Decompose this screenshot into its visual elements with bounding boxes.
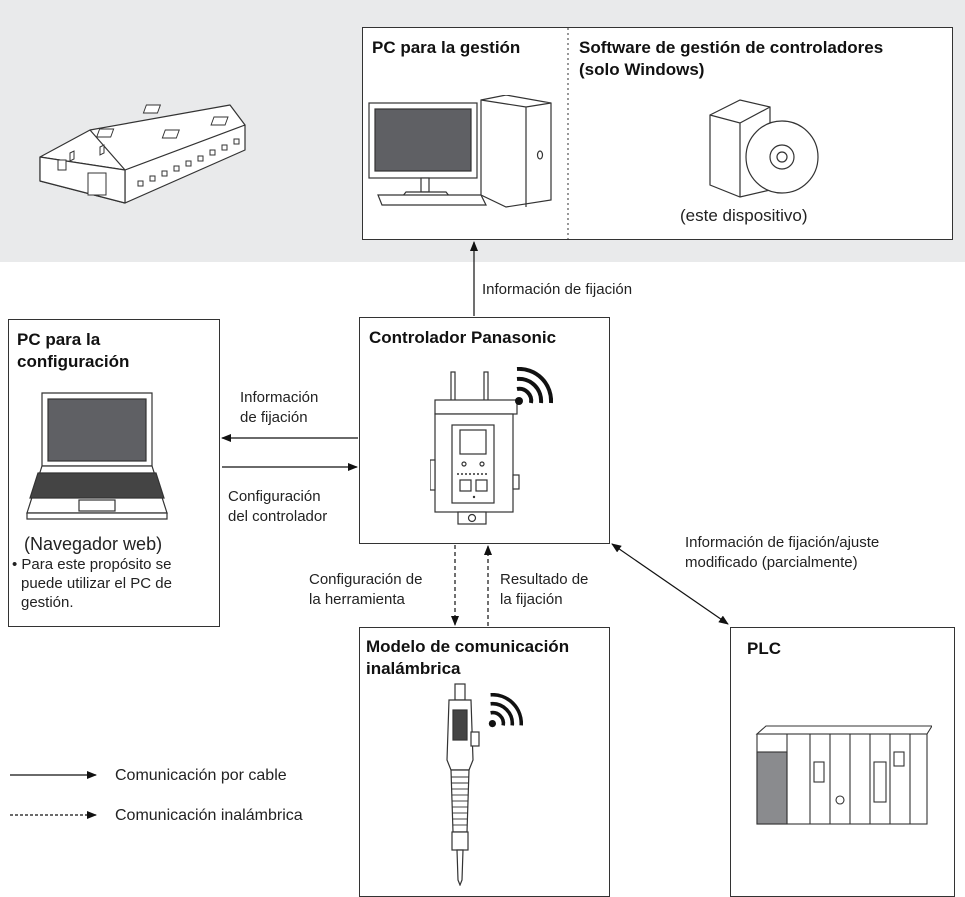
- software-title-line1: Software de gestión de controladores: [579, 38, 884, 57]
- browser-label: (Navegador web): [24, 534, 163, 554]
- tool-title-line2: inalámbrica: [366, 659, 461, 678]
- legend-wireless-label: Comunicación inalámbrica: [115, 807, 303, 824]
- tool-box: [359, 627, 610, 897]
- screwdriver-illustration: [446, 683, 480, 886]
- software-title-line2: (solo Windows): [579, 60, 705, 79]
- factory-building-illustration: [39, 104, 246, 204]
- this-device-caption: (este dispositivo): [680, 206, 808, 225]
- desktop-pc-illustration: [368, 95, 552, 208]
- config-note-line2: puede utilizar el PC de: [21, 575, 172, 592]
- management-pc-title: PC para la gestión: [372, 38, 521, 57]
- config-note-line3: gestión.: [21, 594, 74, 611]
- config-pc-title-line1: PC para la: [17, 330, 101, 349]
- tool-wireless-signal-icon: [488, 693, 523, 728]
- laptop-illustration: [26, 392, 168, 520]
- label-tool-result-line1: Resultado de: [500, 571, 589, 588]
- label-from-config-line1: Configuración: [228, 488, 321, 505]
- label-to-config-line1: Información: [240, 389, 319, 406]
- config-pc-title-line2: configuración: [17, 352, 130, 371]
- software-package-illustration: [709, 99, 819, 198]
- plc-rack-illustration: [755, 725, 932, 825]
- wireless-signal-icon: [515, 367, 553, 405]
- tool-title-line1: Modelo de comunicación: [366, 637, 570, 656]
- label-from-config-line2: del controlador: [228, 508, 328, 525]
- label-tool-cfg-line2: la herramienta: [309, 591, 405, 608]
- controller-device-illustration: [430, 371, 520, 525]
- label-plc-line2: modificado (parcialmente): [685, 554, 858, 571]
- label-to-mgmt: Información de fijación: [482, 281, 633, 298]
- plc-title: PLC: [747, 639, 781, 658]
- label-plc-line1: Información de fijación/ajuste: [685, 534, 880, 551]
- controller-title: Controlador Panasonic: [369, 328, 557, 347]
- label-to-config-line2: de fijación: [240, 409, 308, 426]
- legend-wired-label: Comunicación por cable: [115, 767, 287, 784]
- label-tool-cfg-line1: Configuración de: [309, 571, 423, 588]
- config-note-line1: • Para este propósito se: [12, 556, 172, 573]
- label-tool-result-line2: la fijación: [500, 591, 563, 608]
